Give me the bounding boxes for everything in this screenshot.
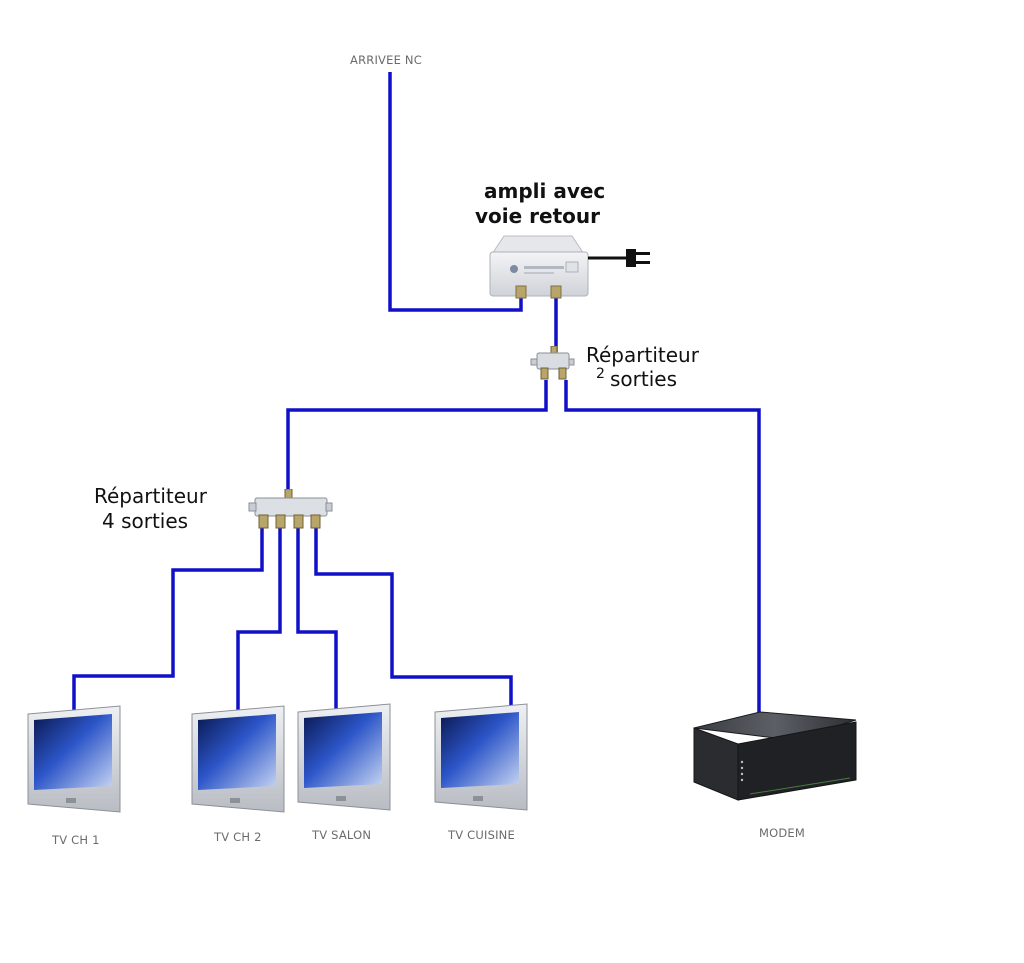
cable-source-to-amp [388,72,523,312]
source-label: ARRIVEE NC [350,53,422,67]
cable-splitter4-to-tv4 [314,528,513,709]
tv-cuisine-monitor-icon [434,703,528,811]
cable-splitter4-to-tv1 [72,528,264,712]
tv-ch2-label: TV CH 2 [214,830,262,844]
cable-splitter2-to-modem [564,380,761,716]
power-plug-icon [626,249,650,267]
modem-icon [693,711,857,801]
amplifier-icon [489,235,650,299]
amplifier-label-line2: voie retour [475,204,600,228]
modem-label: MODEM [759,826,806,840]
four-way-splitter-icon [248,489,333,529]
amplifier-label-line1: ampli avec [484,179,606,203]
tv-salon-label: TV SALON [312,828,372,842]
splitter2-label-word: sorties [610,367,678,391]
tv-salon-monitor-icon [297,703,391,811]
splitter2-label-line1: Répartiteur [586,343,699,367]
cable-splitter2-to-splitter4 [286,380,548,494]
cable-splitter4-to-tv3 [296,528,338,712]
splitter4-label-line1: Répartiteur [94,484,207,508]
tv-ch1-monitor-icon [27,705,121,813]
tv-ch1-label: TV CH 1 [52,833,100,847]
tv-cuisine-label: TV CUISINE [448,828,515,842]
splitter4-label-line2: 4 sorties [102,509,189,533]
tv-ch2-monitor-icon [191,705,285,813]
two-way-splitter-icon [530,346,575,380]
splitter2-label-number: 2 [596,366,605,382]
cable-splitter4-to-tv2 [236,528,282,714]
